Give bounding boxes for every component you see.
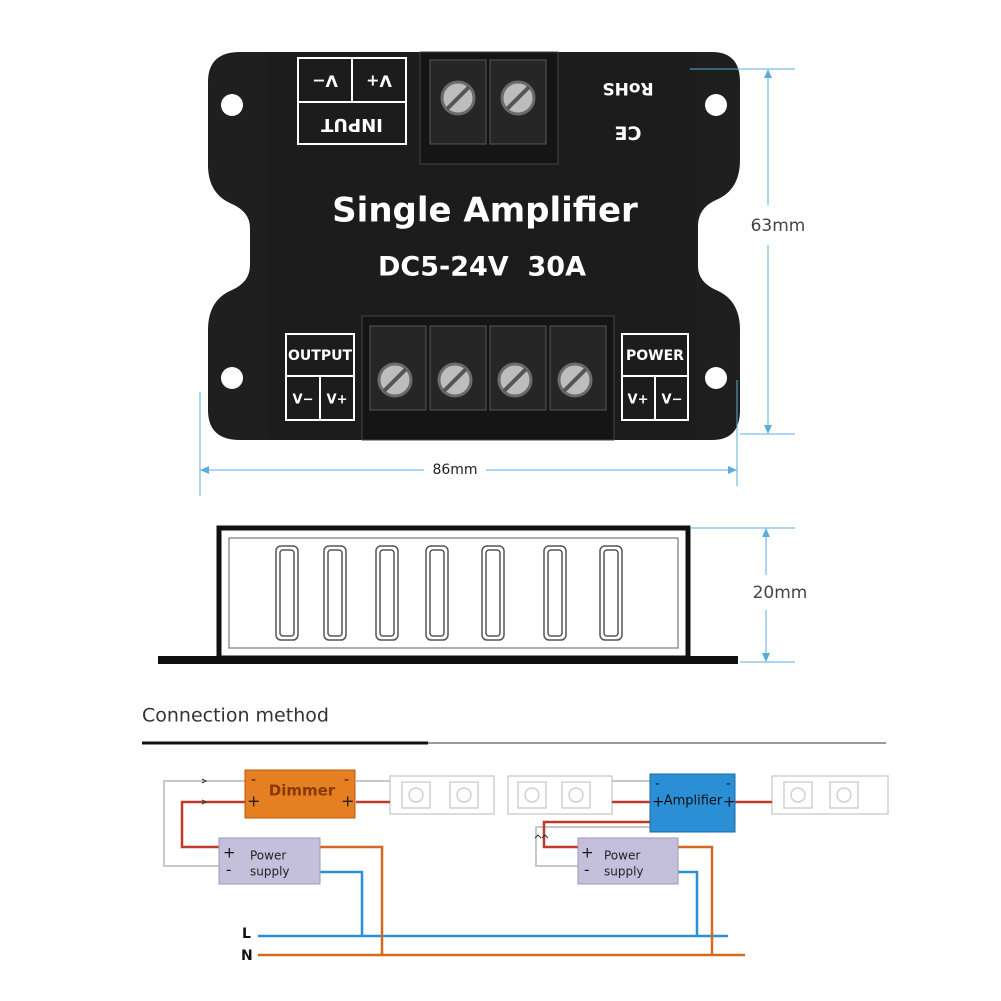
power-label: POWER bbox=[626, 348, 684, 364]
power-supply-label-line1: Power bbox=[250, 849, 286, 863]
input-label: INPUT bbox=[320, 114, 383, 135]
height-dimension: 63mm bbox=[751, 216, 806, 236]
dimmer-box: Dimmer - + - + bbox=[244, 769, 356, 819]
ce-mark: CE bbox=[615, 122, 642, 144]
power-supply-label-line1: Power bbox=[604, 849, 640, 863]
device-title: Single Amplifier bbox=[332, 191, 638, 231]
mounting-hole bbox=[705, 94, 727, 116]
amp-in-minus: - bbox=[655, 777, 660, 792]
red-wires bbox=[180, 800, 772, 849]
led-strip bbox=[771, 775, 889, 815]
blue-wires bbox=[258, 870, 728, 938]
psu1-minus: - bbox=[226, 861, 231, 879]
led-strip bbox=[507, 775, 613, 815]
dimmer-out-plus: + bbox=[341, 792, 354, 811]
power-supply-1: Power supply + - bbox=[218, 837, 321, 885]
dimmer-out-minus: - bbox=[344, 772, 349, 788]
dimension-lines-top bbox=[199, 68, 795, 496]
amp-out-minus: - bbox=[726, 777, 731, 792]
input-vplus: V+ bbox=[366, 72, 392, 91]
amp-out-plus: + bbox=[723, 793, 736, 811]
output-label: OUTPUT bbox=[288, 348, 352, 364]
left-mounting-ear bbox=[208, 52, 280, 440]
input-label-box: INPUT V+ V− bbox=[297, 57, 407, 145]
output-vminus: V− bbox=[293, 393, 314, 408]
output-power-terminal-block bbox=[361, 315, 615, 441]
wiring-diagram: Dimmer - + - + Amplifier - + - + Power s… bbox=[163, 769, 889, 964]
psu2-plus: + bbox=[581, 844, 594, 862]
side-view-inner bbox=[228, 537, 679, 649]
side-view-base bbox=[158, 656, 738, 664]
output-label-box: OUTPUT V− V+ bbox=[285, 333, 355, 421]
mounting-hole bbox=[705, 367, 727, 389]
gray-wires bbox=[163, 780, 650, 867]
amp-in-plus: + bbox=[652, 793, 665, 811]
device-spec: DC5-24V 30A bbox=[378, 252, 586, 283]
side-arrowheads bbox=[762, 528, 770, 662]
dimension-arrowheads bbox=[200, 69, 772, 474]
psu2-minus: - bbox=[584, 861, 589, 879]
orange-wires bbox=[258, 845, 745, 957]
power-supply-label-line2: supply bbox=[250, 865, 290, 879]
depth-dimension: 20mm bbox=[753, 583, 808, 603]
power-vplus: V+ bbox=[628, 393, 649, 408]
width-dimension: 86mm bbox=[432, 462, 477, 478]
psu1-plus: + bbox=[223, 844, 236, 862]
power-vminus: V− bbox=[662, 393, 683, 408]
amplifier-box: Amplifier - + - + bbox=[649, 773, 736, 833]
device-top-view: INPUT V+ V− RoHS CE Single Amplifier DC5… bbox=[208, 51, 740, 441]
led-strip bbox=[389, 775, 495, 815]
section-title: Connection method bbox=[142, 705, 329, 727]
output-vplus: V+ bbox=[327, 393, 348, 408]
line-N-label: N bbox=[241, 948, 253, 964]
power-label-box: POWER V+ V− bbox=[621, 333, 689, 421]
wire-direction-marks bbox=[201, 778, 549, 839]
mounting-hole bbox=[221, 94, 243, 116]
mounting-hole bbox=[221, 367, 243, 389]
dimmer-in-plus: + bbox=[247, 792, 260, 811]
line-L-label: L bbox=[242, 926, 251, 942]
dimmer-label: Dimmer bbox=[269, 782, 336, 800]
amplifier-label: Amplifier bbox=[664, 794, 723, 809]
ventilation-slots bbox=[275, 545, 623, 641]
input-vminus: V− bbox=[312, 72, 338, 91]
power-supply-2: Power supply + - bbox=[577, 837, 679, 885]
dimmer-in-minus: - bbox=[251, 772, 256, 788]
rohs-mark: RoHS bbox=[602, 78, 653, 98]
power-supply-label-line2: supply bbox=[604, 865, 644, 879]
right-mounting-ear bbox=[690, 52, 740, 440]
input-terminal-block bbox=[419, 51, 559, 165]
device-side-view bbox=[158, 525, 738, 664]
